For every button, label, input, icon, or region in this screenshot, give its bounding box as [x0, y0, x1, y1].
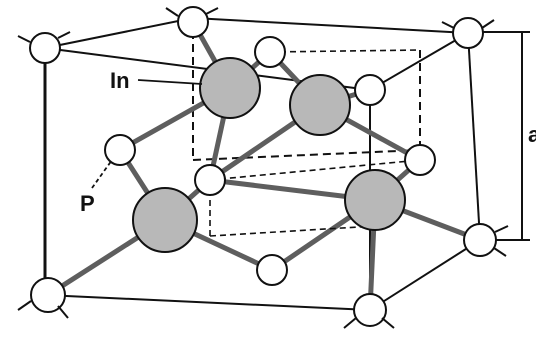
p-atom-3 — [254, 36, 286, 68]
cube-back-horizontal — [192, 149, 421, 161]
cube-bottom-right-edge — [369, 239, 481, 311]
cube-bottom-front-edge — [44, 294, 371, 311]
cube-right-edge — [467, 32, 481, 241]
cube-top-right-edge — [369, 32, 469, 91]
bond-stubs — [17, 7, 509, 329]
dimension-label: a — [528, 122, 536, 147]
p-atom-2 — [177, 6, 209, 38]
in-atom-2 — [289, 74, 351, 136]
in-atoms — [132, 57, 406, 253]
in-atom-1 — [199, 57, 261, 119]
p-label: P — [80, 191, 95, 216]
p-atom-9 — [30, 277, 66, 313]
in-atom-3 — [132, 187, 198, 253]
p-atom-12 — [463, 223, 497, 257]
p-atoms — [29, 6, 497, 327]
p-atom-1 — [29, 32, 61, 64]
p-atom-7 — [194, 164, 226, 196]
p-atom-11 — [353, 293, 387, 327]
p-atom-5 — [452, 17, 484, 49]
p-atom-6 — [104, 134, 136, 166]
internal-guides — [209, 49, 421, 237]
p-atom-8 — [404, 144, 436, 176]
p-label-pointer — [91, 159, 113, 189]
in-atom-4 — [344, 169, 406, 231]
in-label-pointer — [137, 79, 203, 85]
p-atom-4 — [354, 74, 386, 106]
atom-labels: In P — [80, 68, 203, 216]
in-label: In — [110, 68, 130, 93]
p-atom-10 — [256, 254, 288, 286]
dimension-bracket — [477, 31, 530, 241]
